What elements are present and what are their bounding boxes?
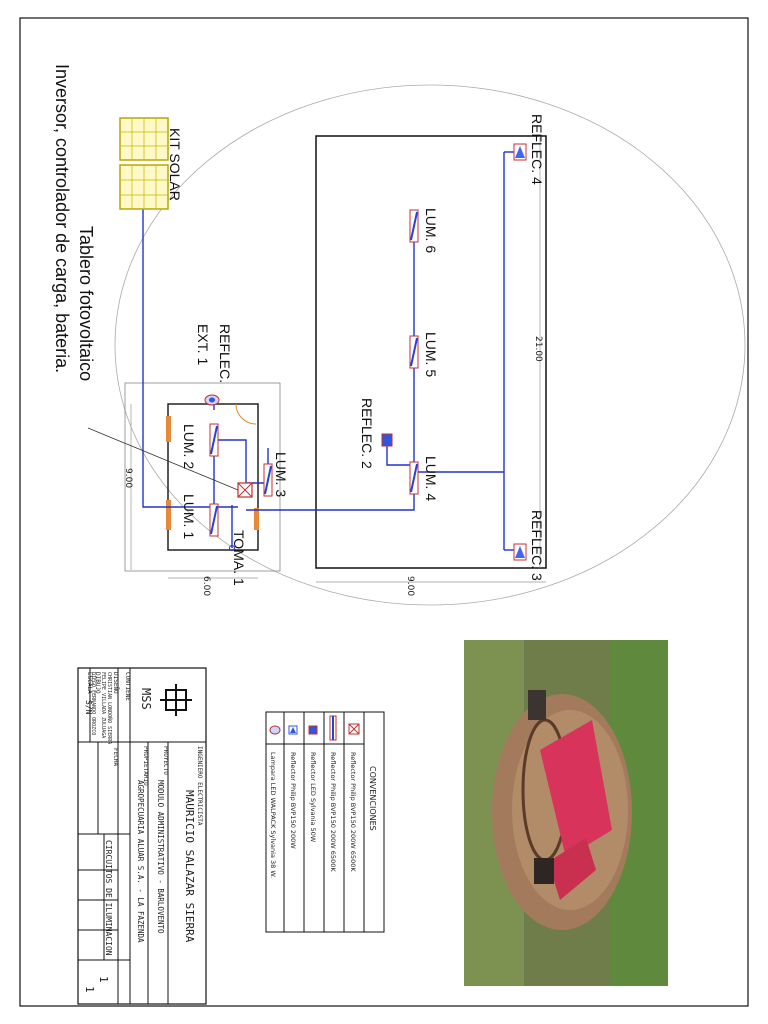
solar-panel-icon <box>119 117 169 210</box>
reflector-icons <box>204 143 527 561</box>
dim-21: 21.00 <box>533 336 543 362</box>
label-lum5: LUM. 5 <box>423 332 439 377</box>
label-reflec-ext1-a: REFLEC. <box>217 324 233 383</box>
window-mark <box>166 500 171 530</box>
diseno-2: FELIPE VILLADA ZULUAGA <box>100 672 106 738</box>
legend-item: Lampara LED WALPACK Sylvania 38 W. <box>269 752 277 878</box>
escala-value: S/N <box>84 700 93 715</box>
door-swing <box>235 403 257 425</box>
propietario-name: AGROPECUARIA ALUAR S.A. - LA FAZENDA <box>136 780 145 943</box>
luminaire-icons <box>209 209 419 537</box>
label-tablero: Tablero fotovoltaico <box>76 226 96 381</box>
propietario-label: PROPIETARIO <box>142 746 149 786</box>
title-block: MSS INGENIERO ELECTRICISTA MAURICIO SALA… <box>77 667 207 1005</box>
proyecto-label: PROYECTO <box>162 746 169 775</box>
reflector-coverage-arc <box>114 84 746 606</box>
proyecto-name: MODULO ADMINISTRATIVO - BARLOVENTO <box>156 780 165 934</box>
ingeniero-name: MAURICIO SALAZAR SIERRA <box>183 790 196 943</box>
sheet-total: 1 <box>83 986 96 993</box>
label-lum3: LUM. 3 <box>273 452 289 497</box>
sheet-border <box>19 17 749 1007</box>
window-mark <box>166 416 171 442</box>
main-building-outline <box>315 135 547 569</box>
label-kit-solar: KIT SOLAR <box>167 128 183 201</box>
dibujo-label: DIBUJO <box>94 672 101 694</box>
label-lum6: LUM. 6 <box>423 208 439 253</box>
label-lum4: LUM. 4 <box>423 456 439 501</box>
legend-item: Reflector LED Sylvania 50W <box>309 752 317 843</box>
window-mark <box>254 508 259 530</box>
label-inversor: Inversor, controlador de carga, bateria. <box>52 64 72 373</box>
sheet-number: 1 <box>97 976 110 983</box>
contiene-label: CONTIENE <box>124 672 131 701</box>
label-lum2: LUM. 2 <box>181 424 197 469</box>
tablero-icon <box>237 482 253 498</box>
small-building-outer <box>124 382 281 572</box>
label-toma1: TOMA. 1 <box>231 530 247 586</box>
fecha-label: FECHA <box>112 748 119 766</box>
dim-6: 6.00 <box>201 576 211 596</box>
label-reflec4: REFLEC. 4 <box>529 114 545 185</box>
diseno-1: CHRISTIAN LONDOÑO SIERRA <box>106 672 113 744</box>
legend-item: Reflector Philip BVP150 200W 6500K <box>329 752 337 872</box>
legend-item: Reflector Philip BVP150 200W <box>289 752 297 849</box>
aerial-photo <box>464 640 668 986</box>
leader-line <box>87 427 239 491</box>
logo-mark <box>160 684 192 716</box>
legend-item: Reflector Philip BVP150 200W 6500K <box>349 752 357 872</box>
dim-9-left: 9.00 <box>123 468 133 488</box>
legend-box: CONVENCIONES Reflector Philip BVP150 200… <box>265 711 385 933</box>
contiene-text: CIRCUITOS DE ILUMINACION <box>104 840 113 956</box>
ingeniero-label: INGENIERO ELECTRICISTA <box>196 746 203 826</box>
toma-icon <box>229 545 235 551</box>
dibujo-1: DIEGO FERNANDO OROZCO <box>90 672 96 735</box>
legend-title: CONVENCIONES <box>368 766 377 831</box>
label-reflec2: REFLEC. 2 <box>359 398 375 469</box>
logo-text: MSS <box>139 688 153 710</box>
escala-label: ESCALA <box>86 672 93 694</box>
label-lum1: LUM. 1 <box>181 494 197 539</box>
dim-9-right: 9.00 <box>405 576 415 596</box>
diseno-label: DISEÑO <box>112 672 119 694</box>
label-reflec-ext1-b: EXT. 1 <box>195 324 211 365</box>
label-reflec3: REFLEC. 3 <box>529 510 545 581</box>
